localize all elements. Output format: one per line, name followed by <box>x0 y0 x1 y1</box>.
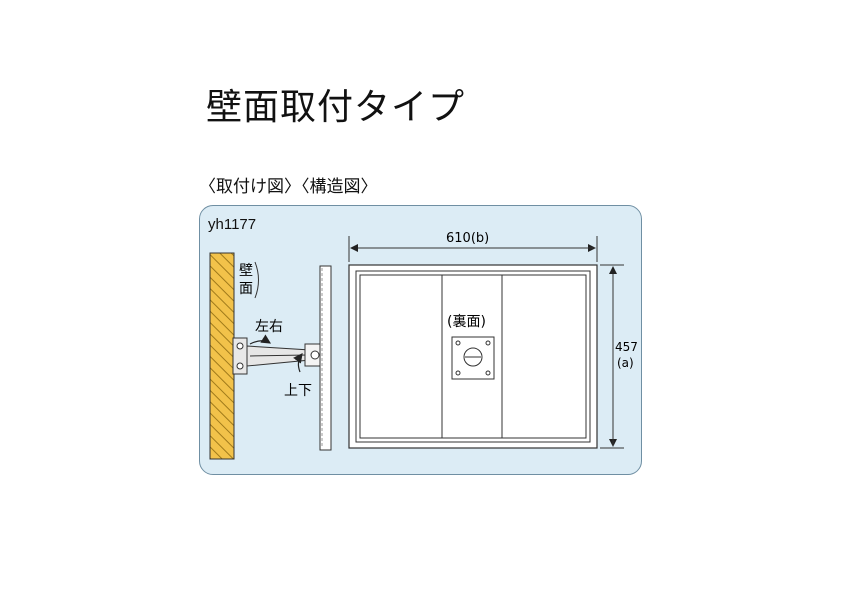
page-title: 壁面取付タイプ <box>206 87 466 128</box>
diagram-subtitle: 〈取付け図〉〈構造図〉 <box>199 177 378 197</box>
width-dimension-label: 610(b) <box>446 231 489 246</box>
wall-bracket <box>232 337 326 375</box>
left-right-label: 左右 <box>255 319 283 335</box>
back-side-label: (裏面) <box>447 313 486 330</box>
mirror-side-view <box>319 265 332 451</box>
wall-illustration <box>209 252 235 460</box>
height-dimension-label: 457 <box>615 340 638 354</box>
width-dimension-line <box>348 236 598 262</box>
wall-label-top: 壁 <box>239 263 253 279</box>
back-mount-plate <box>451 336 495 380</box>
up-down-label: 上下 <box>284 383 312 399</box>
up-down-rotation-arrow <box>293 353 303 373</box>
wall-label-bottom: 面 <box>239 281 253 297</box>
height-dimension-tag: (a) <box>617 356 634 370</box>
height-dimension-line <box>600 264 624 449</box>
left-right-rotation-arrow <box>249 334 272 345</box>
model-number: yh1177 <box>208 216 257 233</box>
